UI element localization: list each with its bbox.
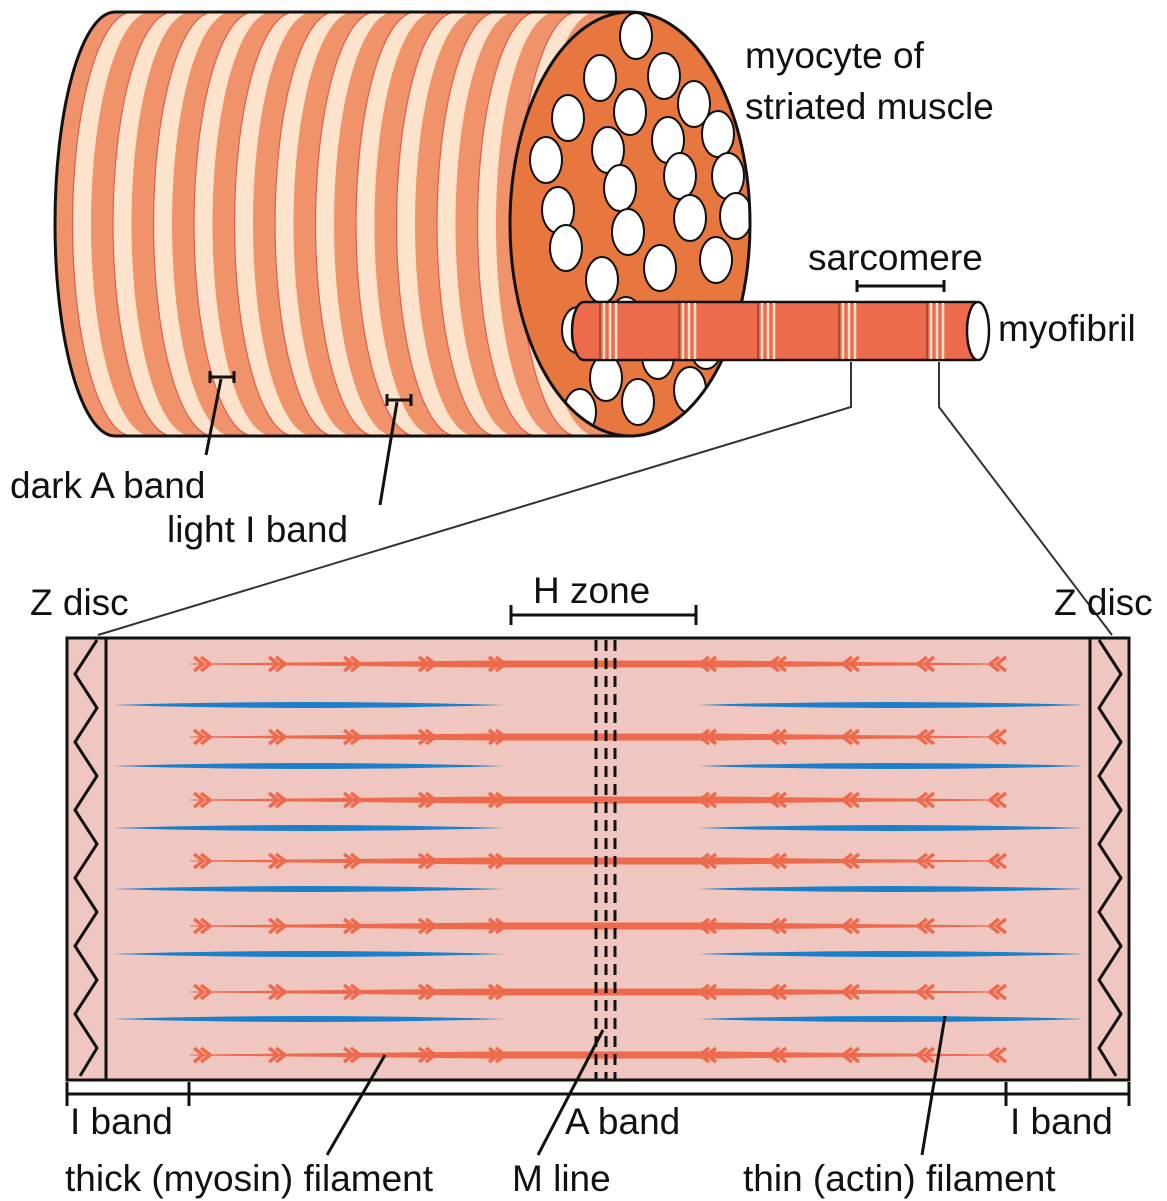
myofibril-cross-section xyxy=(552,95,584,141)
myofibril-cross-section xyxy=(584,55,616,101)
myofibril-cross-section xyxy=(644,245,676,291)
sarcomere-detail xyxy=(67,638,1129,1080)
myofibril-cross-section xyxy=(590,355,622,401)
i-band-left-label: I band xyxy=(70,1101,173,1142)
myofibril-cross-section xyxy=(620,13,652,59)
sarcomere-bracket xyxy=(857,280,944,292)
myocyte-label-line2: striated muscle xyxy=(745,86,994,127)
i-band-right-label: I band xyxy=(1010,1101,1113,1142)
h-zone-label: H zone xyxy=(533,570,650,611)
myofibril-cross-section xyxy=(550,225,582,271)
thin-filament-label: thin (actin) filament xyxy=(743,1158,1056,1199)
myofibril-label: myofibril xyxy=(998,308,1136,349)
myofibril-cross-section xyxy=(612,209,644,255)
z-disc-right-label: Z disc xyxy=(1054,582,1153,623)
myofibril-cross-section xyxy=(702,111,734,157)
myocyte-cross-section xyxy=(510,12,752,436)
myofibril-cross-section xyxy=(712,153,744,199)
myofibril-cross-section xyxy=(720,193,752,239)
myocyte-label-line1: myocyte of xyxy=(745,35,925,76)
myofibril-cross-section xyxy=(604,165,636,211)
myofibril-cross-section xyxy=(614,89,646,135)
myofibril-cross-section xyxy=(674,195,706,241)
m-line-label: M line xyxy=(512,1158,611,1199)
myofibril-cross-section xyxy=(700,237,732,283)
sarcomere-label: sarcomere xyxy=(808,237,983,278)
dark-a-band-label: dark A band xyxy=(10,465,205,506)
thick-filament-label: thick (myosin) filament xyxy=(65,1158,434,1199)
myofibril-cross-section xyxy=(648,53,680,99)
myofibril-cross-section xyxy=(622,379,654,425)
myofibril-cross-section xyxy=(586,257,618,303)
light-i-band-label: light I band xyxy=(167,509,348,550)
myofibril xyxy=(572,302,989,360)
myofibril-cross-section xyxy=(664,153,696,199)
a-band-label: A band xyxy=(565,1101,680,1142)
z-disc-left-label: Z disc xyxy=(30,582,129,623)
myofibril-cross-section xyxy=(530,137,562,183)
